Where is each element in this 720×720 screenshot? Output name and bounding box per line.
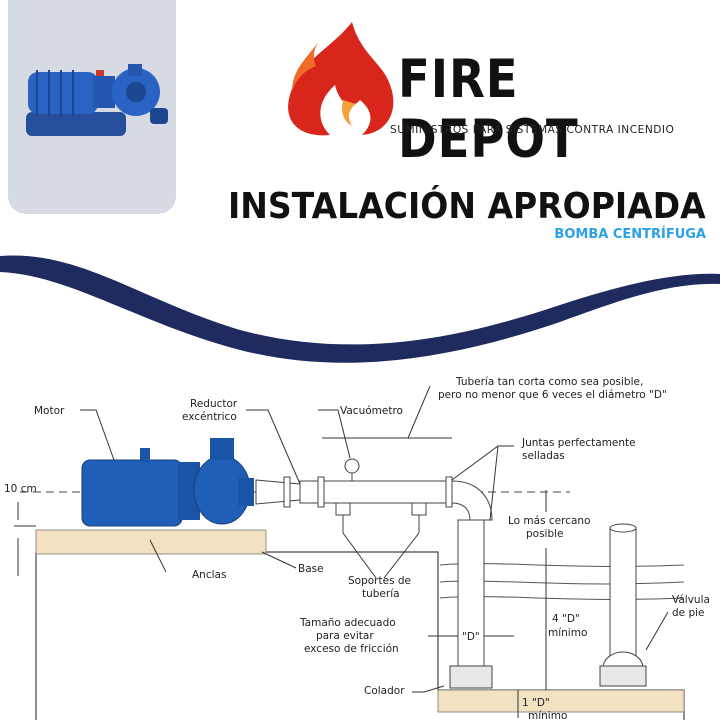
label-tamano-3: exceso de fricción <box>304 643 399 655</box>
logo-name: FIRE DEPOT <box>398 49 579 170</box>
label-cercano-2: posible <box>526 528 564 540</box>
label-10cm: 10 cm <box>4 483 37 495</box>
label-tamano-2: para evitar <box>316 630 374 642</box>
label-4d-1: 4 "D" <box>552 613 580 625</box>
label-reductor-2: excéntrico <box>182 411 237 423</box>
label-d: "D" <box>462 631 480 643</box>
label-anclas: Anclas <box>192 569 226 581</box>
page-subtitle: BOMBA CENTRÍFUGA <box>554 227 706 242</box>
installation-diagram <box>14 385 685 720</box>
page-title: INSTALACIÓN APROPIADA <box>228 186 706 227</box>
logo-tagline: SUMINISTROS PARA SISTEMAS CONTRA INCENDI… <box>390 124 675 136</box>
label-base: Base <box>298 563 324 575</box>
label-cercano-1: Lo más cercano <box>508 515 591 527</box>
navy-wave <box>0 255 720 363</box>
label-reductor-1: Reductor <box>190 398 238 410</box>
label-soportes-1: Soportes de <box>348 575 411 587</box>
label-1d-2: mínimo <box>528 710 567 720</box>
flame-icon <box>288 22 394 136</box>
label-1d-1: 1 "D" <box>522 697 550 709</box>
label-4d-2: mínimo <box>548 627 587 639</box>
label-valvula-1: Válvula <box>672 594 710 606</box>
label-tuberia-2: pero no menor que 6 veces el diámetro "D… <box>438 389 667 401</box>
label-vacuometro: Vacuómetro <box>340 405 403 417</box>
label-juntas-1: Juntas perfectamente <box>521 437 636 449</box>
label-soportes-2: tubería <box>362 588 400 600</box>
label-tamano-1: Tamaño adecuado <box>299 617 396 629</box>
label-valvula-2: de pie <box>672 607 705 619</box>
label-colador: Colador <box>364 685 405 697</box>
label-juntas-2: selladas <box>522 450 565 462</box>
product-photo-card <box>8 0 176 214</box>
pump-photo <box>26 64 168 136</box>
label-motor: Motor <box>34 405 65 417</box>
label-tuberia-1: Tubería tan corta como sea posible, <box>455 376 643 388</box>
